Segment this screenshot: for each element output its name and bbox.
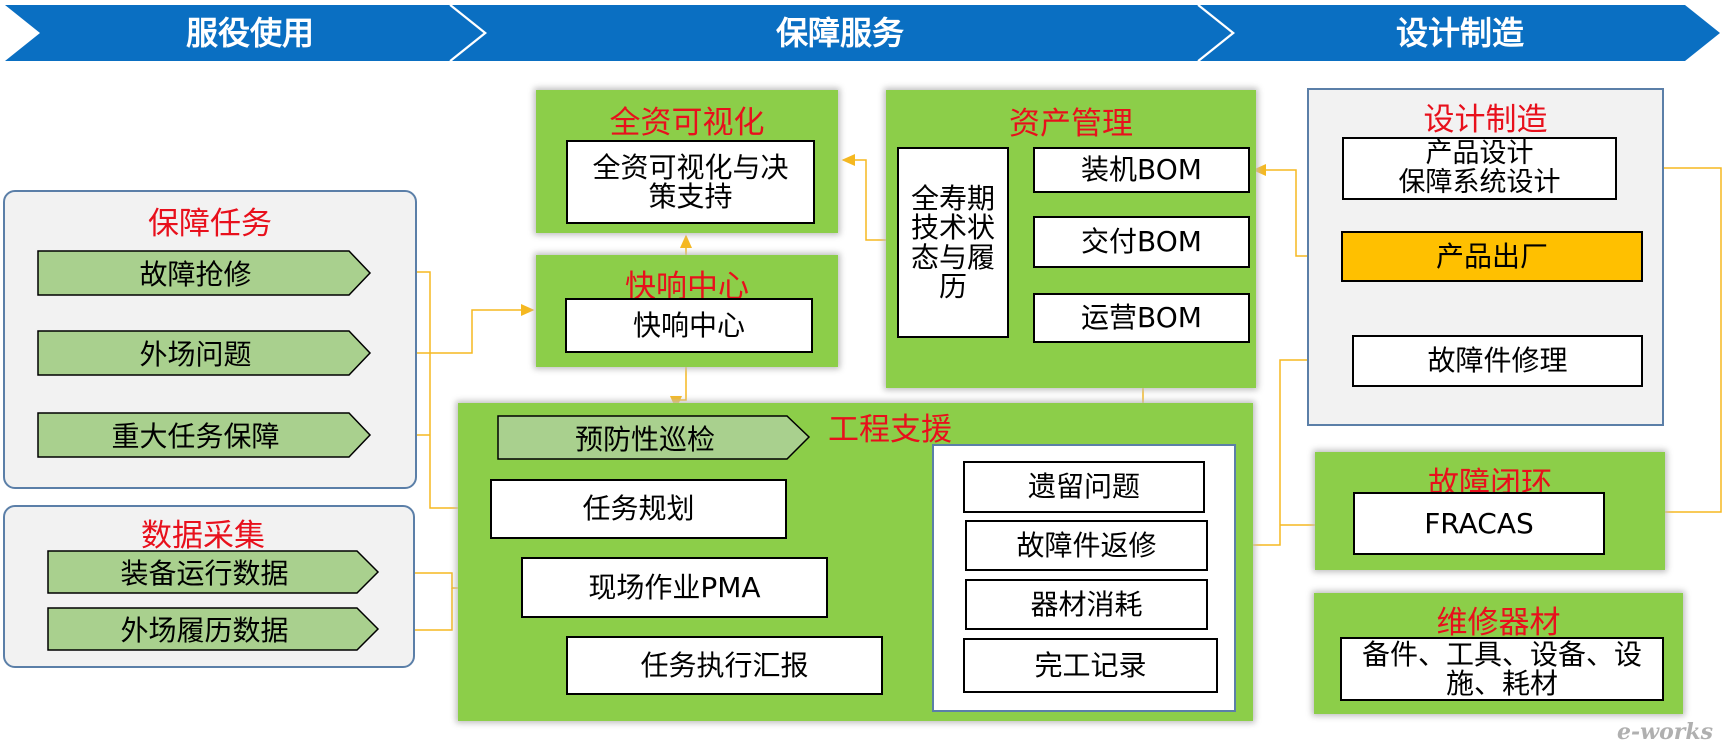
field-pma-box[interactable]: 现场作业PMA (521, 557, 828, 618)
product-design-box[interactable]: 产品设计 保障系统设计 (1342, 137, 1617, 200)
task-item-field-issue[interactable]: 外场问题 (37, 330, 372, 376)
pentagon-shape (37, 330, 372, 376)
data-item-label: 外场履历数据 (120, 614, 289, 647)
banner-design-mfg: 设计制造 (1395, 14, 1524, 52)
task-report-box[interactable]: 任务执行汇报 (566, 636, 883, 695)
pentagon-shape (37, 412, 372, 458)
bom-delivered[interactable]: 交付BOM (1033, 216, 1250, 268)
engineering-title: 工程支援 (828, 412, 952, 448)
lifecycle-status-box[interactable]: 全寿期技术状态与履历 (897, 147, 1009, 338)
materials-box[interactable]: 备件、工具、设备、设施、耗材 (1340, 637, 1664, 701)
visibility-decision-box[interactable]: 全资可视化与决策支持 (566, 140, 815, 224)
task-item-major-mission[interactable]: 重大任务保障 (37, 412, 372, 458)
product-design-label: 产品设计 保障系统设计 (1398, 138, 1561, 198)
visibility-title: 全资可视化 (609, 105, 765, 141)
fault-return-box[interactable]: 故障件返修 (965, 520, 1208, 571)
pentagon-shape (47, 550, 380, 594)
task-item-label: 故障抢修 (139, 258, 252, 291)
design-mfg-title: 设计制造 (1423, 102, 1548, 138)
pentagon-shape (37, 250, 372, 296)
product-factory-box[interactable]: 产品出厂 (1341, 231, 1643, 282)
bom-installed[interactable]: 装机BOM (1033, 147, 1250, 193)
data-item-label: 装备运行数据 (120, 557, 289, 590)
bom-operations[interactable]: 运营BOM (1033, 293, 1250, 343)
banner-service-use: 服役使用 (185, 14, 314, 52)
data-item-history[interactable]: 外场履历数据 (47, 607, 380, 651)
eworks-logo: e-works (1617, 719, 1713, 745)
data-collection-title: 数据采集 (141, 518, 265, 554)
fault-part-repair-box[interactable]: 故障件修理 (1352, 335, 1643, 387)
fracas-box[interactable]: FRACAS (1353, 492, 1605, 555)
patrol-label: 预防性巡检 (574, 422, 715, 456)
task-item-label: 外场问题 (139, 338, 252, 371)
banner-chevrons (5, 4, 1720, 62)
quick-response-box[interactable]: 快响中心 (565, 298, 813, 353)
completion-record-box[interactable]: 完工记录 (963, 638, 1218, 693)
task-item-repair[interactable]: 故障抢修 (37, 250, 372, 296)
task-item-label: 重大任务保障 (111, 420, 280, 453)
material-consumption-box[interactable]: 器材消耗 (965, 579, 1208, 630)
data-item-operation[interactable]: 装备运行数据 (47, 550, 380, 594)
task-planning-box[interactable]: 任务规划 (490, 479, 787, 539)
preventive-patrol[interactable]: 预防性巡检 (497, 415, 811, 460)
top-banner: 服役使用 保障服务 设计制造 (0, 0, 1723, 66)
pentagon-shape (497, 415, 811, 460)
banner-support-service: 保障服务 (775, 14, 904, 52)
pentagon-shape (47, 607, 380, 651)
materials-title: 维修器材 (1436, 605, 1561, 641)
guarantee-tasks-title: 保障任务 (148, 206, 272, 242)
legacy-issues-box[interactable]: 遗留问题 (963, 461, 1205, 513)
asset-mgmt-title: 资产管理 (1009, 106, 1133, 142)
